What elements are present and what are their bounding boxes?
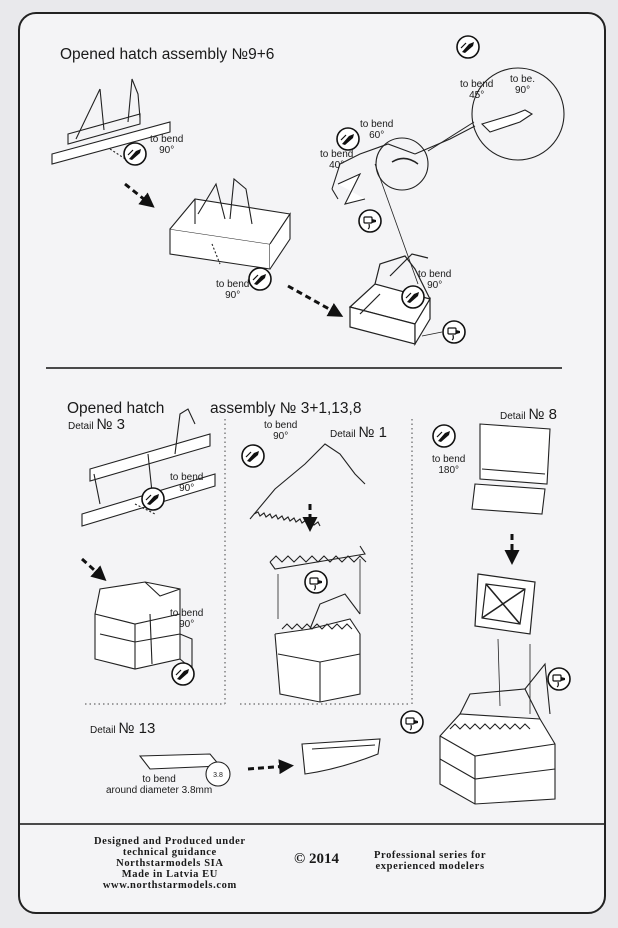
arrow-3 bbox=[80, 557, 107, 582]
glue-tube-icon bbox=[400, 710, 424, 734]
pliers-icon bbox=[241, 444, 265, 468]
section2-title-part2: assembly № 3+1,13,8 bbox=[210, 400, 362, 417]
bend-label: to be.90° bbox=[510, 74, 536, 96]
glue-tube-icon bbox=[442, 320, 466, 344]
pliers-icon bbox=[171, 662, 195, 686]
pliers-icon bbox=[456, 35, 480, 59]
assembly-drawing: 3.8 bbox=[20, 35, 604, 825]
part-frame-2 bbox=[169, 177, 291, 270]
detail13-heading: Detail № 13 bbox=[90, 720, 156, 737]
section2-title-part1: Opened hatch bbox=[67, 400, 165, 417]
part-detail1-frame bbox=[249, 443, 366, 527]
detail1-heading: Detail № 1 bbox=[330, 424, 387, 441]
part-detail8-hatch bbox=[474, 573, 536, 635]
pliers-icon bbox=[123, 142, 147, 166]
arrow-6 bbox=[247, 759, 294, 775]
pliers-icon bbox=[141, 487, 165, 511]
glue-tube-icon bbox=[358, 209, 382, 233]
part-wire-3 bbox=[331, 125, 476, 285]
detail-zoom-circle bbox=[375, 137, 429, 191]
part-final-assembly bbox=[439, 662, 556, 805]
detail8-heading: Detail № 8 bbox=[500, 406, 557, 423]
part-strip-1 bbox=[51, 78, 171, 165]
detail-zoom-circle-large bbox=[471, 67, 565, 161]
pliers-icon bbox=[336, 127, 360, 151]
section1-title: Opened hatch assembly №9+6 bbox=[60, 46, 275, 63]
copyright: © 2014 bbox=[294, 851, 339, 867]
wrap-icon: 3.8 bbox=[205, 761, 231, 787]
glue-tube-icon bbox=[547, 667, 571, 691]
part-detail13-strip bbox=[138, 738, 381, 775]
arrow-1 bbox=[124, 182, 155, 208]
part-detail1-box bbox=[269, 545, 367, 703]
detail3-heading: Detail № 3 bbox=[68, 416, 125, 433]
pliers-icon bbox=[432, 424, 456, 448]
glue-tube-icon bbox=[304, 570, 328, 594]
part-detail8-panel bbox=[471, 423, 551, 515]
svg-text:3.8: 3.8 bbox=[213, 772, 223, 779]
pliers-icon bbox=[248, 267, 272, 291]
arrow-2 bbox=[287, 284, 344, 317]
part-detail3-box bbox=[94, 581, 193, 671]
